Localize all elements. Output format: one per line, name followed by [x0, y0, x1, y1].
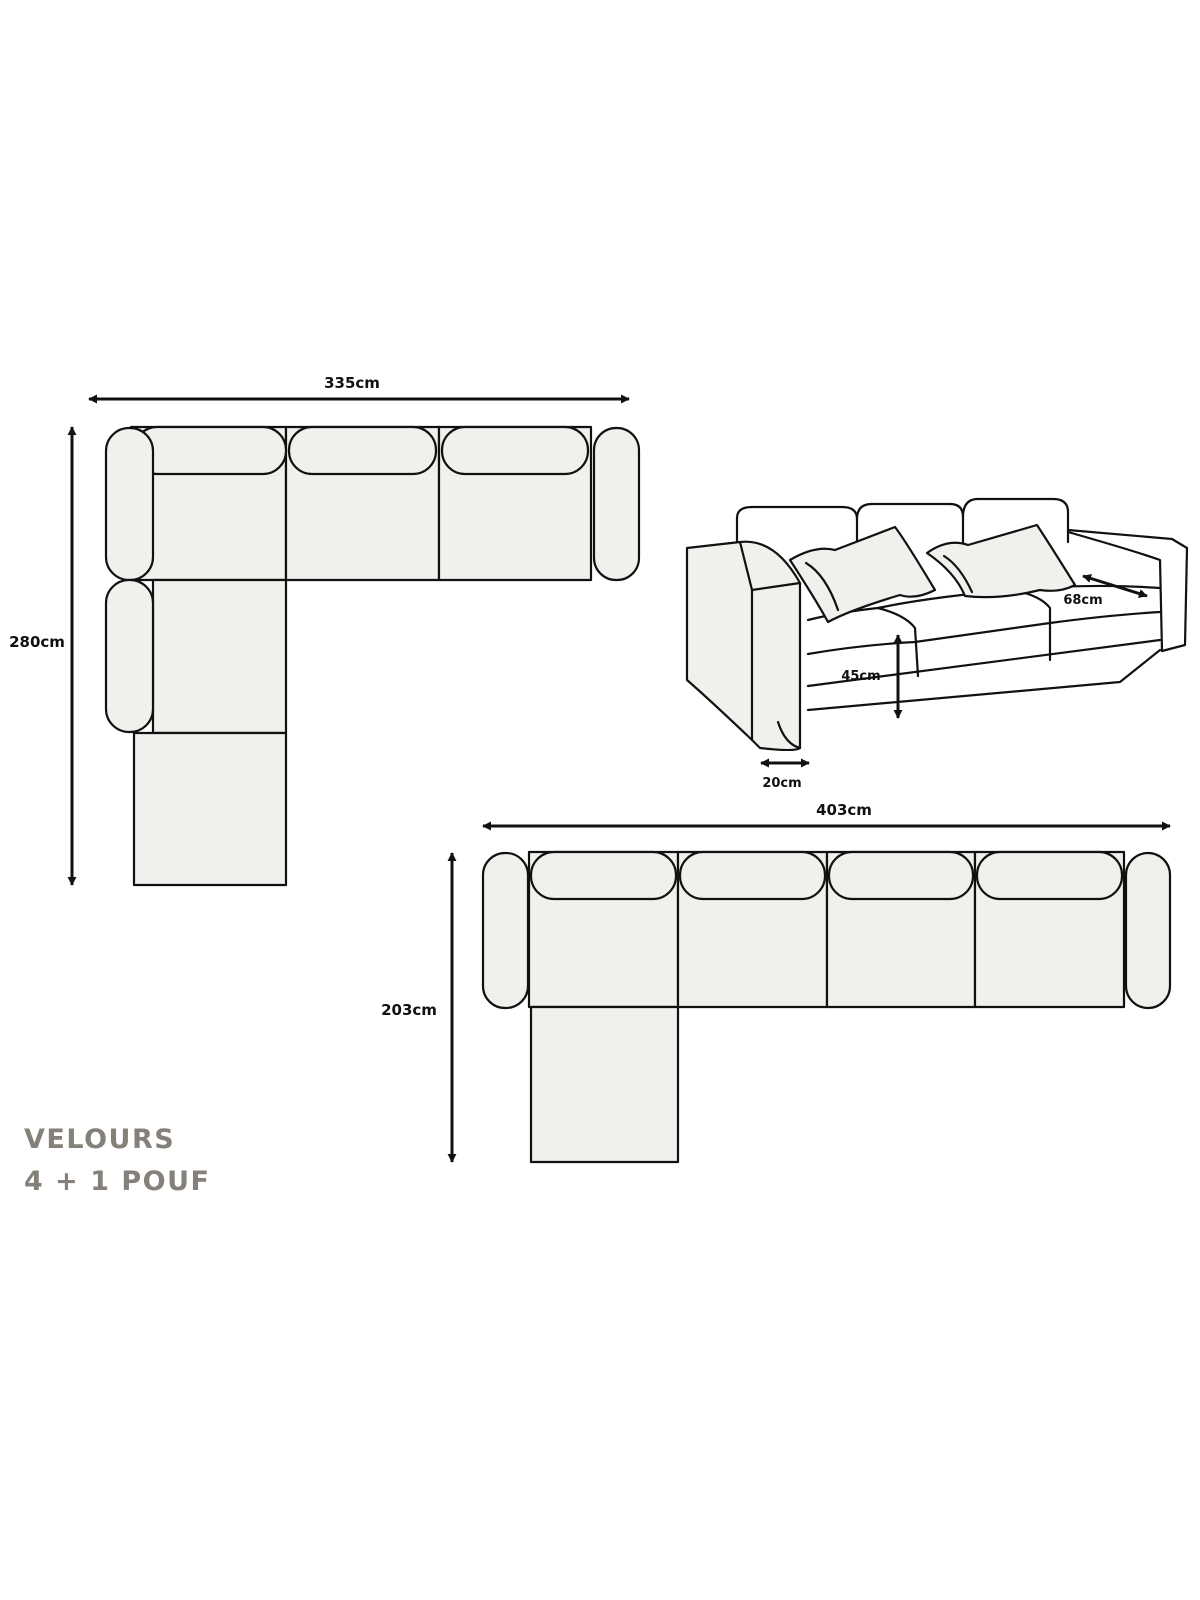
- chaise-armrest-left: [481, 851, 530, 1010]
- corner-width-label: 335cm: [324, 374, 380, 392]
- throw-pillow-1: [788, 525, 937, 624]
- chaise-backrest-2: [678, 850, 827, 901]
- corner-armrest-left-top: [104, 426, 155, 582]
- chaise-armrest-right: [1124, 851, 1172, 1010]
- corner-seat-4: [151, 578, 288, 735]
- corner-pouf: [132, 731, 288, 887]
- back-cushion-3: [961, 497, 1070, 544]
- corner-depth-label: 280cm: [9, 633, 65, 651]
- sofa-base: [806, 648, 1162, 712]
- chaise-sofa-plan: [481, 850, 1172, 1164]
- seat-depth-arrow: [1082, 574, 1148, 598]
- corner-backrest-2: [287, 425, 438, 476]
- corner-sofa-plan: [104, 425, 641, 887]
- chaise-backrest-4: [975, 850, 1124, 901]
- caption-fabric: VELOURS: [24, 1124, 176, 1155]
- sofa-perspective: [685, 497, 1189, 768]
- caption-configuration: 4 + 1 POUF: [24, 1166, 211, 1197]
- chaise-longue: [529, 1005, 680, 1164]
- left-arm: [685, 540, 802, 752]
- armrest-width-label: 20cm: [762, 776, 801, 791]
- corner-backrest-1: [132, 425, 288, 476]
- corner-backrest-3: [440, 425, 590, 476]
- chaise-width-label: 403cm: [816, 801, 872, 819]
- chaise-backrest-3: [827, 850, 975, 901]
- back-cushion-1: [735, 505, 859, 559]
- seat-cushion-2: [876, 588, 1052, 662]
- right-arm: [1066, 528, 1189, 653]
- seat-depth-label: 68cm: [1063, 593, 1102, 608]
- chaise-backrest-1: [529, 850, 678, 901]
- chaise-depth-label: 203cm: [381, 1001, 437, 1019]
- corner-armrest-left-bottom: [104, 578, 155, 734]
- corner-armrest-right: [592, 426, 641, 582]
- seat-height-label: 45cm: [841, 669, 880, 684]
